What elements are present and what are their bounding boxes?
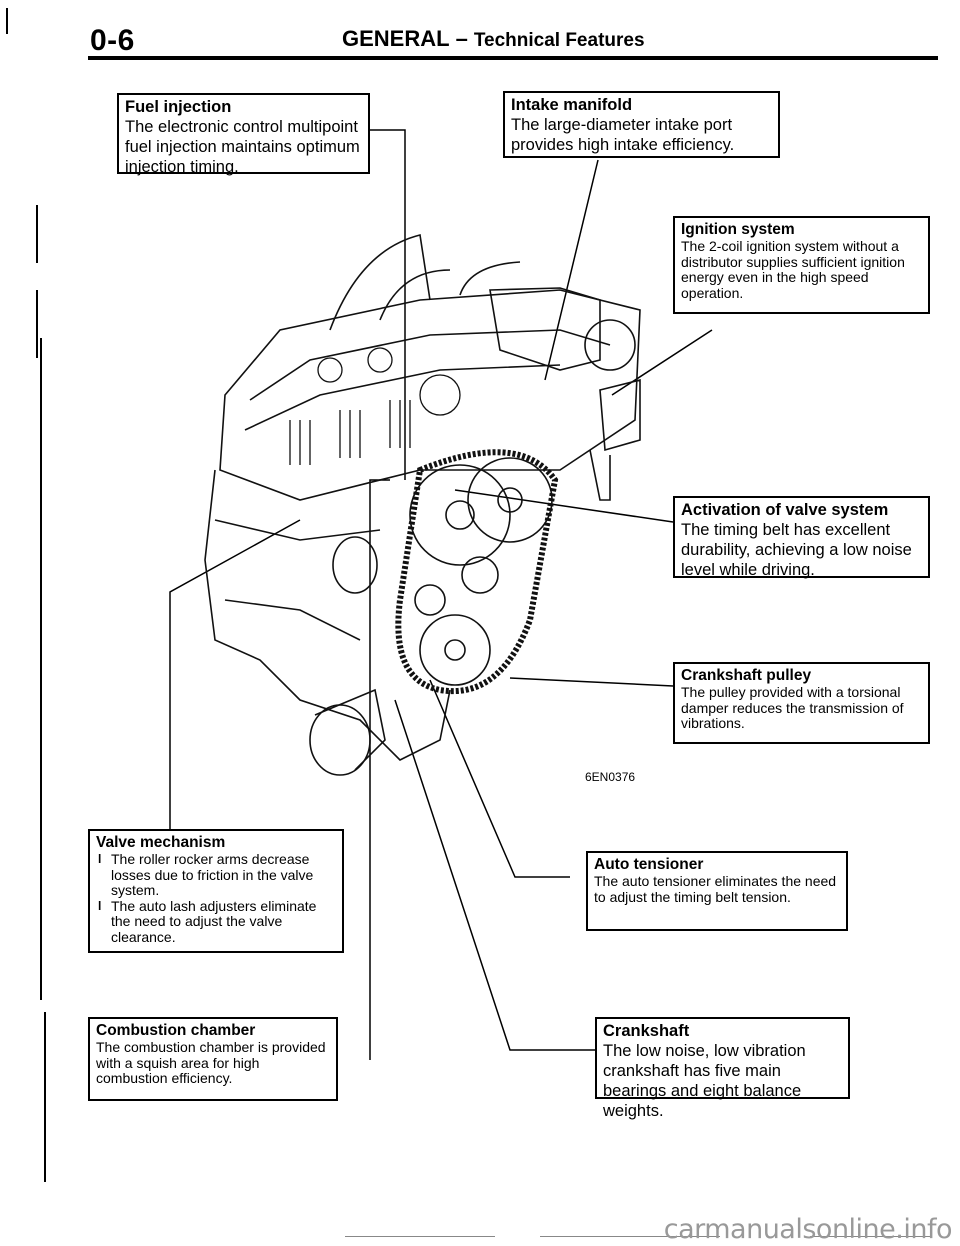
- callout-text: The low noise, low vibration crankshaft …: [603, 1042, 806, 1120]
- margin-bar: [40, 338, 42, 1000]
- margin-bar: [36, 290, 38, 358]
- leader-line: [429, 679, 570, 878]
- header-rule: [88, 56, 938, 60]
- callout-text: The large-diameter intake port provides …: [511, 116, 735, 154]
- callout-text: The 2-coil ignition system without a dis…: [681, 238, 905, 301]
- section-subtitle: Technical Features: [473, 30, 645, 51]
- margin-bar: [36, 205, 38, 263]
- callout-title: Crankshaft pulley: [681, 667, 812, 684]
- list-item: The roller rocker arms decrease losses d…: [96, 851, 336, 899]
- callout-title: Auto tensioner: [594, 856, 704, 873]
- page-number: 0-6: [90, 24, 135, 57]
- callout-valve-activation: Activation of valve system The timing be…: [673, 496, 930, 579]
- figure-code: 6EN0376: [585, 770, 636, 784]
- callout-title: Fuel injection: [125, 98, 232, 116]
- callout-title: Ignition system: [681, 221, 795, 238]
- section-name: GENERAL: [342, 26, 450, 51]
- callout-text: The auto tensioner eliminates the need t…: [594, 873, 837, 905]
- footer-line: [810, 1236, 930, 1237]
- leader-line: [454, 489, 674, 523]
- callout-crankshaft-pulley: Crankshaft pulley The pulley provided wi…: [673, 662, 930, 744]
- leader-line: [544, 159, 599, 381]
- footer-line: [540, 1236, 720, 1237]
- callout-combustion-chamber: Combustion chamber The combustion chambe…: [88, 1017, 338, 1101]
- callout-intake-manifold: Intake manifold The large-diameter intak…: [503, 91, 780, 158]
- callout-crankshaft: Crankshaft The low noise, low vibration …: [595, 1017, 850, 1120]
- leader-line: [611, 329, 713, 396]
- callout-text: The electronic control multipoint fuel i…: [125, 118, 360, 176]
- callout-fuel-injection: Fuel injection The electronic control mu…: [117, 93, 370, 176]
- leader-line: [509, 677, 674, 687]
- callout-title: Activation of valve system: [681, 501, 889, 519]
- leader-line: [369, 479, 390, 1060]
- footer-line: [345, 1236, 495, 1237]
- callout-text: The combustion chamber is provided with …: [96, 1039, 326, 1086]
- title-separator: –: [455, 26, 468, 51]
- callout-title: Intake manifold: [511, 96, 633, 114]
- header-tick: [6, 8, 8, 34]
- callout-title: Combustion chamber: [96, 1022, 256, 1039]
- callout-ignition-system: Ignition system The 2-coil ignition syst…: [673, 216, 930, 314]
- callout-valve-mechanism: Valve mechanism The roller rocker arms d…: [88, 829, 344, 953]
- callout-title: Crankshaft: [603, 1022, 690, 1040]
- callout-title: Valve mechanism: [96, 834, 226, 851]
- callout-text: The pulley provided with a torsional dam…: [681, 684, 904, 731]
- leader-line: [169, 519, 301, 833]
- callout-auto-tensioner: Auto tensioner The auto tensioner elimin…: [586, 851, 848, 931]
- watermark: carmanualsonline.info: [663, 1214, 953, 1245]
- valve-mechanism-list: The roller rocker arms decrease losses d…: [96, 851, 336, 946]
- leader-line: [394, 699, 595, 1051]
- callout-text: The timing belt has excellent durability…: [681, 521, 912, 579]
- list-item: The auto lash adjusters eliminate the ne…: [96, 898, 336, 946]
- leader-line: [368, 129, 406, 480]
- page-title: GENERAL–Technical Features: [342, 26, 645, 52]
- margin-bar: [44, 1012, 46, 1182]
